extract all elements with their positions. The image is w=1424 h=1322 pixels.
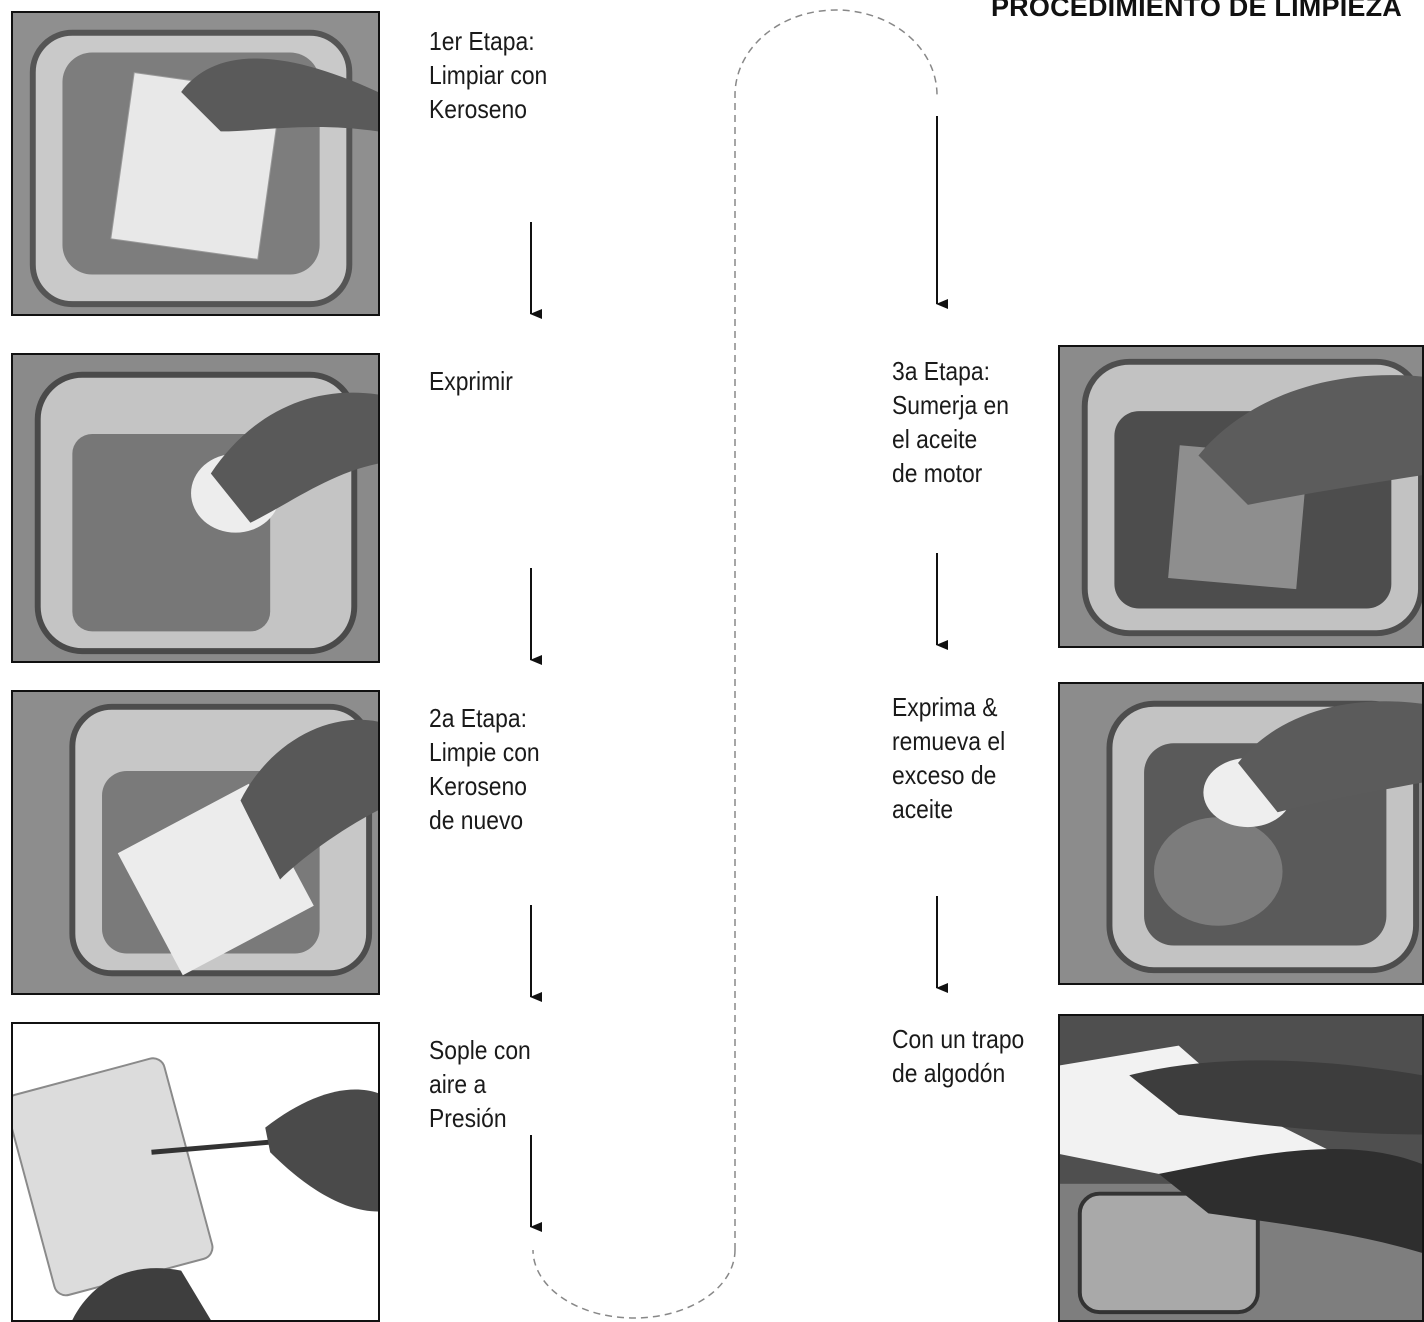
photo-clean-again: [11, 690, 380, 995]
photo-compressed-air: [11, 1022, 380, 1322]
step-label-2: Exprimir: [429, 364, 513, 398]
photo-squeeze: [11, 353, 380, 663]
step-label-6: Exprima & remueva el exceso de aceite: [892, 690, 1005, 826]
page-title: PROCEDIMIENTO DE LIMPIEZA: [991, 0, 1402, 23]
step-label-7: Con un trapo de algodón: [892, 1022, 1024, 1090]
photo-clean-kerosene: [11, 11, 380, 316]
photo-remove-excess-oil: [1058, 682, 1424, 985]
photo-cotton-rag: [1058, 1014, 1424, 1322]
step-label-4: Sople con aire a Presión: [429, 1033, 531, 1135]
step-label-3: 2a Etapa: Limpie con Keroseno de nuevo: [429, 701, 540, 837]
step-label-1: 1er Etapa: Limpiar con Keroseno: [429, 24, 547, 126]
connector-loop: [533, 10, 937, 1318]
photo-submerge-oil: [1058, 345, 1424, 648]
step-label-5: 3a Etapa: Sumerja en el aceite de motor: [892, 354, 1009, 490]
